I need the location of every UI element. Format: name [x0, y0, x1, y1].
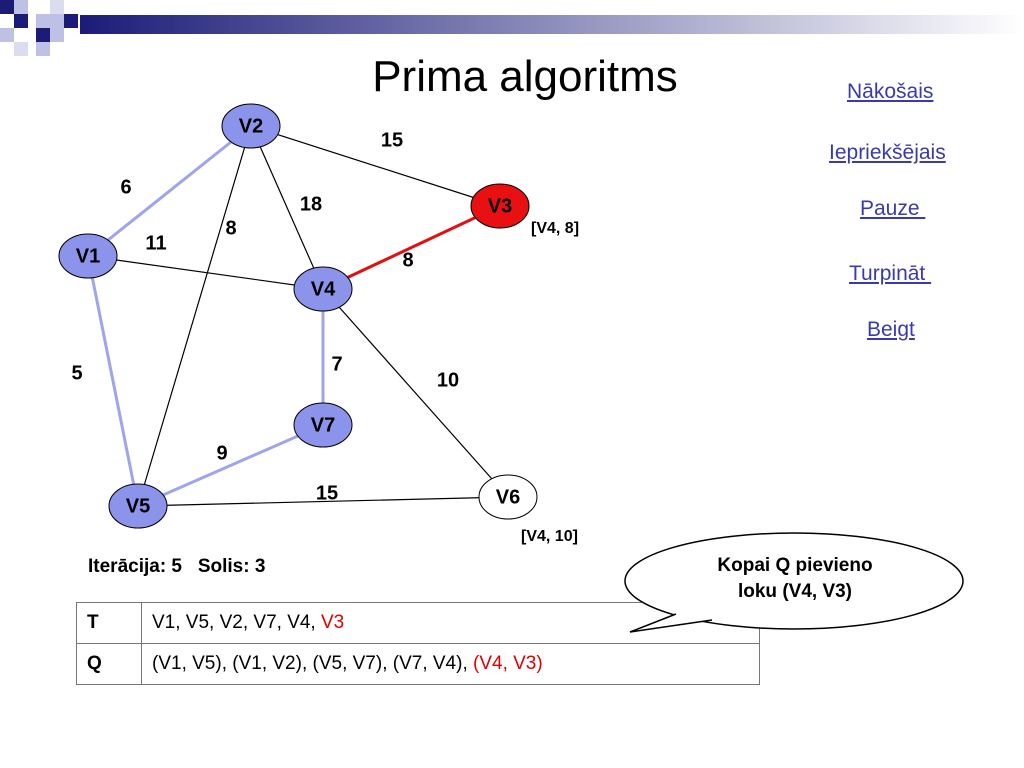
set-q-value: (V1, V5), (V1, V2), (V5, V7), (V7, V4), … — [141, 643, 760, 685]
edge-v1-v4 — [87, 255, 324, 290]
annotation-v6: [V4, 10] — [521, 528, 578, 545]
callout-line-1: Kopai Q pievieno — [717, 555, 873, 576]
annotation-v3: [V4, 8] — [531, 220, 579, 237]
deco-square — [50, 0, 64, 14]
node-circle — [478, 474, 538, 520]
node-circle — [108, 483, 168, 529]
continue-link[interactable]: Turpināt — [849, 262, 932, 285]
node-v6: V6 — [478, 474, 538, 520]
table-row: Q (V1, V5), (V1, V2), (V5, V7), (V7, V4)… — [76, 643, 760, 685]
node-circle — [221, 103, 281, 149]
deco-square — [36, 42, 50, 56]
deco-square — [36, 14, 50, 28]
node-circle — [58, 233, 118, 279]
edge-weight-v7-v5: 9 — [216, 442, 227, 464]
edge-weight-v2-v3: 15 — [381, 129, 403, 151]
deco-square — [50, 14, 64, 28]
node-v3: V3 — [470, 183, 530, 229]
edge-v2-v4 — [250, 125, 324, 290]
node-v7: V7 — [293, 402, 353, 448]
edge-weight-v1-v5: 5 — [71, 362, 82, 384]
node-label: V3 — [488, 195, 512, 217]
node-circle — [293, 266, 353, 312]
table-row: T V1, V5, V2, V7, V4, V3 — [76, 602, 760, 644]
deco-square — [0, 28, 14, 42]
node-label: V5 — [126, 495, 150, 517]
edge-weight-v2-v4: 18 — [300, 193, 322, 215]
deco-square — [0, 0, 14, 14]
deco-square — [64, 14, 78, 28]
node-circle — [293, 402, 353, 448]
node-v4: V4 — [293, 266, 353, 312]
node-label: V4 — [311, 278, 336, 300]
state-table: T V1, V5, V2, V7, V4, V3 Q (V1, V5), (V1… — [76, 602, 760, 685]
edge-weight-v4-v3: 8 — [402, 249, 413, 271]
set-q-key: Q — [76, 643, 142, 685]
edge-weight-v1-v2: 6 — [120, 176, 131, 198]
edge-v1-v2 — [87, 124, 252, 258]
edge-v4-v6 — [322, 288, 509, 498]
previous-link[interactable]: Iepriekšējais — [829, 141, 946, 164]
edge-v2-v3 — [250, 125, 501, 207]
set-q-normal: (V1, V5), (V1, V2), (V5, V7), (V7, V4), — [152, 653, 473, 674]
edge-weight-v1-v4: 11 — [145, 232, 166, 254]
node-circle — [470, 183, 530, 229]
node-label: V6 — [496, 486, 520, 508]
header-decoration — [0, 0, 1024, 56]
page-title: Prima algoritms — [372, 52, 678, 101]
callout-line-2: loku (V4, V3) — [737, 581, 853, 602]
end-link[interactable]: Beigt — [867, 318, 915, 341]
header-gradient-bar — [80, 15, 1024, 34]
set-t-value: V1, V5, V2, V7, V4, V3 — [141, 602, 760, 644]
set-t-highlight: V3 — [321, 612, 345, 633]
callout-text: Kopai Q pievieno loku (V4, V3) — [650, 553, 940, 605]
edge-weight-v2-v5: 8 — [225, 217, 236, 239]
set-t-normal: V1, V5, V2, V7, V4, — [152, 612, 321, 633]
deco-square — [36, 28, 50, 42]
deco-square — [14, 42, 28, 56]
set-t-key: T — [76, 602, 142, 644]
set-q-highlight: (V4, V3) — [473, 653, 543, 674]
deco-square — [14, 0, 28, 14]
edge-v1-v5 — [86, 255, 140, 507]
iteration-status: Iterācija: 5 Solis: 3 — [88, 556, 266, 577]
edge-weight-v4-v6: 10 — [437, 369, 459, 391]
node-label: V2 — [239, 115, 263, 137]
deco-square — [50, 28, 64, 42]
edge-v2-v5 — [137, 125, 252, 507]
next-link[interactable]: Nākošais — [847, 80, 934, 103]
edge-weight-v4-v7: 7 — [331, 353, 342, 375]
node-v2: V2 — [221, 103, 281, 149]
node-label: V1 — [76, 245, 100, 267]
edge-v4-v3 — [322, 204, 501, 291]
edge-v5-v6 — [137, 496, 509, 507]
edge-weight-v5-v6: 15 — [316, 482, 338, 504]
node-v5: V5 — [108, 483, 168, 529]
node-v1: V1 — [58, 233, 118, 279]
deco-square — [14, 14, 28, 28]
pause-link[interactable]: Pauze — [860, 197, 926, 220]
node-label: V7 — [311, 414, 335, 436]
edge-v7-v5 — [137, 423, 324, 508]
